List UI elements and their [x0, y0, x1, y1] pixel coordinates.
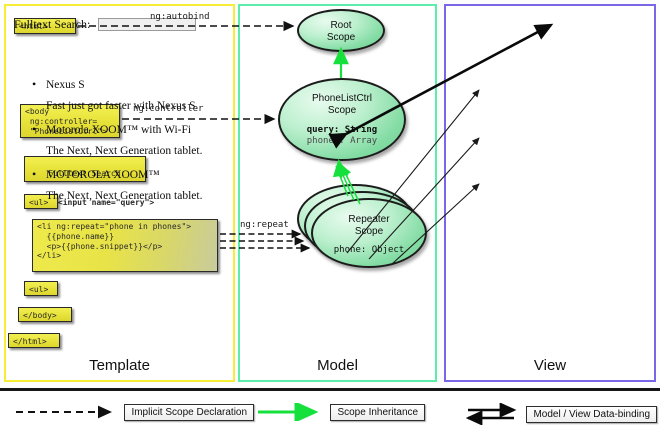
- phone-list: Nexus S Fast just got faster with Nexus …: [30, 77, 210, 212]
- panel-view-label: View: [533, 357, 567, 374]
- phone-snippet: The Next, Next Generation tablet.: [46, 189, 203, 202]
- legend-double-arrow-icon: [465, 402, 517, 426]
- panel-template-label: Template: [89, 357, 150, 374]
- code-box-body-close: </body>: [18, 307, 72, 322]
- legend-label-model-view-data-binding: Model / View Data-binding: [526, 405, 658, 423]
- phone-name: Motorola XOOM™ with Wi-Fi: [30, 122, 210, 137]
- code-box-li-repeat: <li ng:repeat="phone in phones"> {{phone…: [32, 219, 218, 272]
- legend: Implicit Scope Declaration Scope Inherit…: [0, 388, 660, 438]
- view-search-row: Fulltext Search:: [14, 16, 197, 32]
- legend-item-implicit-scope-declaration: Implicit Scope Declaration: [14, 403, 255, 423]
- phone-snippet: Fast just got faster with Nexus S.: [46, 100, 199, 113]
- legend-label-implicit-scope-declaration: Implicit Scope Declaration: [124, 403, 255, 421]
- legend-dashed-arrow-icon: [16, 405, 112, 419]
- legend-label-scope-inheritance: Scope Inheritance: [330, 403, 426, 421]
- phone-name: Nexus S: [30, 77, 210, 92]
- edge-label-controller: ng:controller: [133, 104, 204, 114]
- fulltext-search-input-markup: <input name="query">: [48, 198, 155, 207]
- phone-snippet: The Next, Next Generation tablet.: [46, 145, 203, 158]
- legend-green-arrow-icon: [258, 401, 319, 423]
- list-item: MOTOROLA XOOM™ The Next, Next Generation…: [30, 166, 210, 204]
- edge-label-repeat: ng:repeat: [240, 220, 289, 230]
- code-box-html-close: </html>: [8, 333, 60, 348]
- legend-item-model-view-data-binding: Model / View Data-binding: [465, 402, 658, 426]
- view-search-label: Fulltext Search:: [14, 16, 91, 31]
- panel-model-label: Model: [317, 357, 358, 374]
- legend-item-scope-inheritance: Scope Inheritance: [256, 401, 426, 423]
- code-box-ul-open: <ul>: [24, 194, 58, 209]
- edge-label-autobind: ng:autobind: [150, 12, 210, 22]
- phone-name: MOTOROLA XOOM™: [30, 166, 210, 181]
- list-item: Nexus S Fast just got faster with Nexus …: [30, 77, 210, 114]
- list-item: Motorola XOOM™ with Wi-Fi The Next, Next…: [30, 122, 210, 159]
- search-input[interactable]: [98, 17, 197, 31]
- view-content: Fulltext Search: Nexus S Fast just got f…: [4, 4, 656, 431]
- code-box-html-open: <html>: [14, 18, 76, 34]
- code-box-ul-close: <ul>: [24, 281, 58, 296]
